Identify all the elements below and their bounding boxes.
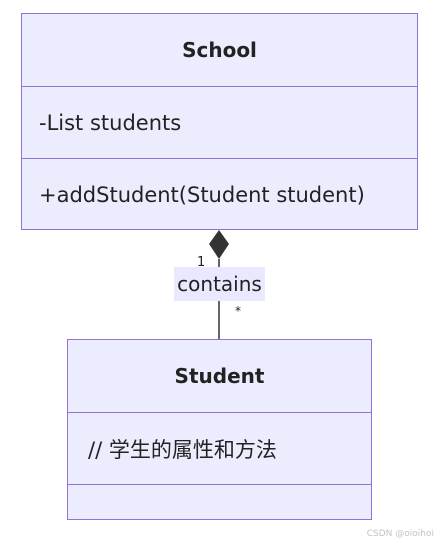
relation-label: contains bbox=[174, 267, 265, 301]
student-class-name: Student bbox=[174, 364, 265, 388]
target-multiplicity: * bbox=[235, 304, 241, 318]
school-class-name: School bbox=[182, 38, 257, 62]
school-class-box: School -List students +addStudent(Studen… bbox=[21, 13, 418, 230]
school-attribute: -List students bbox=[22, 86, 417, 158]
student-attribute: // 学生的属性和方法 bbox=[68, 412, 371, 484]
composition-diamond-icon bbox=[209, 230, 229, 259]
student-class-box: Student // 学生的属性和方法 bbox=[67, 339, 372, 520]
school-method: +addStudent(Student student) bbox=[22, 158, 417, 230]
source-multiplicity: 1 bbox=[197, 255, 206, 270]
student-methods-empty bbox=[68, 484, 371, 520]
watermark: CSDN @oioihoi bbox=[366, 529, 434, 539]
